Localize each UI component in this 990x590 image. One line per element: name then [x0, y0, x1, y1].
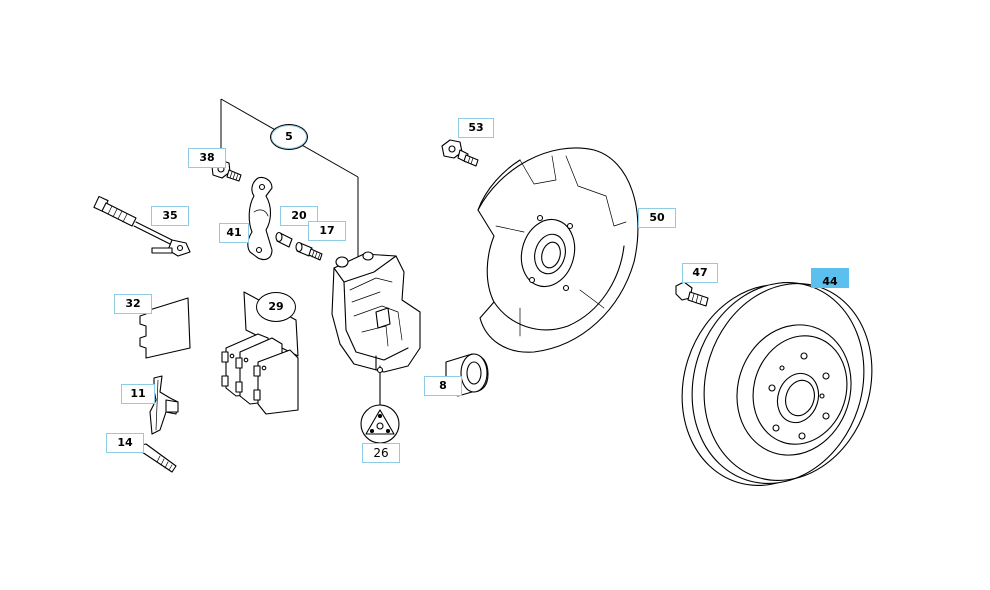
callout-44-selected[interactable]: 44: [811, 268, 849, 288]
cover-cap-26-part[interactable]: [360, 404, 400, 444]
callout-5[interactable]: 5: [270, 124, 308, 150]
spring-clip-11-part[interactable]: [149, 375, 179, 435]
callout-29[interactable]: 29: [256, 292, 296, 322]
bolt-53-part[interactable]: [441, 139, 479, 167]
anti-squeal-shim-32-part[interactable]: [139, 297, 191, 359]
callout-11[interactable]: 11: [121, 384, 155, 404]
callout-35[interactable]: 35: [151, 206, 189, 226]
callout-32[interactable]: 32: [114, 294, 152, 314]
pin-17-part[interactable]: [295, 241, 323, 261]
callout-47[interactable]: 47: [682, 263, 718, 283]
callout-38[interactable]: 38: [188, 148, 226, 168]
bushing-20-part[interactable]: [275, 231, 293, 248]
bolt-47-part[interactable]: [675, 281, 709, 307]
callout-14[interactable]: 14: [106, 433, 144, 453]
callout-53[interactable]: 53: [458, 118, 494, 138]
callout-41[interactable]: 41: [219, 223, 249, 243]
wear-sensor-35-part[interactable]: [93, 195, 191, 257]
brake-caliper-part[interactable]: [331, 251, 421, 409]
callout-50[interactable]: 50: [638, 208, 676, 228]
callout-26[interactable]: 26: [362, 443, 400, 463]
brake-disc-44-part[interactable]: [657, 260, 897, 508]
callout-17[interactable]: 17: [308, 221, 346, 241]
bracket-41-part[interactable]: [247, 176, 273, 261]
dust-shield-50-part[interactable]: [477, 147, 639, 353]
callout-8[interactable]: 8: [424, 376, 462, 396]
callout-20[interactable]: 20: [280, 206, 318, 226]
brake-pads-29-part[interactable]: [221, 291, 299, 415]
